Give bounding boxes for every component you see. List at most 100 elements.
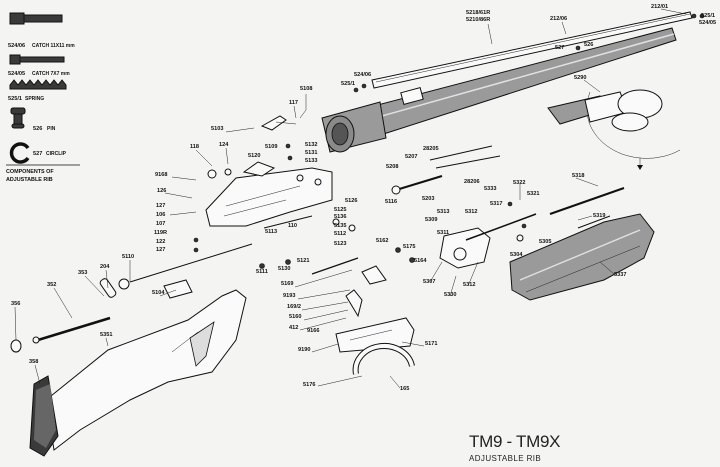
- legend-code-4: 526: [33, 126, 42, 132]
- inset-detail: [547, 89, 681, 170]
- label-110: 110: [288, 223, 297, 229]
- label-5112: 5112: [334, 231, 346, 237]
- label-524-06: 524/06: [354, 72, 371, 78]
- label-5130: 5130: [278, 266, 290, 272]
- label-5132: 5132: [305, 142, 317, 148]
- label-127-a: 127: [156, 203, 165, 209]
- legend-code-2: 524/05: [8, 71, 25, 77]
- label-356: 356: [11, 301, 20, 307]
- label-212-06: 212/06: [550, 16, 567, 22]
- label-107: 107: [156, 221, 165, 227]
- label-126: 126: [157, 188, 166, 194]
- legend-heading-line2: ADJUSTABLE RIB: [6, 177, 53, 183]
- label-5123: 5123: [334, 241, 346, 247]
- label-5160: 5160: [289, 314, 301, 320]
- trigger-plate: [335, 317, 415, 353]
- label-5304: 5304: [510, 252, 523, 258]
- label-5171: 5171: [425, 341, 437, 347]
- safety-button: [163, 279, 193, 299]
- label-358: 358: [29, 359, 38, 365]
- label-5110: 5110: [122, 254, 134, 260]
- label-5319: 5319: [593, 213, 605, 219]
- label-5218-61r: 5218/61R: [466, 10, 490, 16]
- label-204: 204: [100, 264, 110, 270]
- catch-7x7-icon: [9, 54, 65, 65]
- legend-heading-line1: COMPONENTS OF: [6, 169, 54, 175]
- label-5111: 5111: [256, 269, 268, 275]
- label-117: 117: [289, 100, 298, 106]
- label-5337: 5337: [614, 272, 626, 278]
- diagram-title: TM9 - TM9X: [469, 432, 560, 451]
- label-5176: 5176: [303, 382, 315, 388]
- label-28205: 28205: [423, 146, 439, 152]
- label-5136: 5136: [334, 214, 346, 220]
- label-5313: 5313: [437, 209, 449, 215]
- forend-body: [509, 213, 655, 301]
- label-5175: 5175: [403, 244, 415, 250]
- diagram-subtitle: ADJUSTABLE RIB: [469, 454, 541, 463]
- label-9193: 9193: [283, 293, 295, 299]
- label-165: 165: [400, 386, 409, 392]
- label-5135: 5135: [334, 223, 346, 229]
- label-119r: 119R: [154, 230, 167, 236]
- top-lever: [260, 115, 297, 131]
- label-5103: 5103: [211, 126, 223, 132]
- legend-code-3: 525/1: [8, 96, 22, 102]
- components-legend: 524/06 CATCH 11X11 mm 524/05 CATCH 7X7 m…: [6, 12, 80, 183]
- label-5312-b: 5312: [463, 282, 475, 288]
- label-5208: 5208: [386, 164, 398, 170]
- label-124: 124: [219, 142, 229, 148]
- label-122: 122: [156, 239, 165, 245]
- label-5162: 5162: [376, 238, 388, 244]
- stock: [10, 278, 247, 457]
- label-5210-86r: 5210/86R: [466, 17, 490, 23]
- label-5203: 5203: [422, 196, 434, 202]
- label-5317: 5317: [490, 201, 502, 207]
- label-5333: 5333: [484, 186, 496, 192]
- stock-body: [45, 289, 247, 451]
- label-5305: 5305: [539, 239, 551, 245]
- label-5311: 5311: [437, 230, 449, 236]
- label-5126: 5126: [345, 198, 357, 204]
- label-5207: 5207: [405, 154, 417, 160]
- label-9168: 9168: [155, 172, 167, 178]
- legend-code-1: 524/06: [8, 43, 25, 49]
- label-5108: 5108: [300, 86, 312, 92]
- label-5121: 5121: [297, 258, 309, 264]
- label-28206: 28206: [464, 179, 480, 185]
- rods-and-pins: [129, 13, 705, 283]
- label-5125: 5125: [334, 207, 346, 213]
- label-5351: 5351: [100, 332, 112, 338]
- part-labels: 212/01 525/1 524/05 5218/61R 5210/86R 21…: [11, 4, 716, 392]
- forend-iron: [439, 187, 625, 269]
- label-5133: 5133: [305, 158, 317, 164]
- label-353: 353: [78, 270, 87, 276]
- label-527: 527: [555, 45, 564, 51]
- title-block: TM9 - TM9X ADJUSTABLE RIB: [469, 432, 560, 463]
- label-5312-a: 5312: [465, 209, 477, 215]
- label-9190: 9190: [298, 347, 310, 353]
- legend-desc-1: CATCH 11X11 mm: [32, 43, 75, 49]
- legend-desc-3: SPRING: [25, 96, 44, 102]
- forend: [509, 213, 655, 301]
- label-9166: 9166: [307, 328, 319, 334]
- label-5309: 5309: [425, 217, 437, 223]
- label-5169: 5169: [281, 281, 293, 287]
- label-5307: 5307: [423, 279, 435, 285]
- label-526: 526: [584, 42, 593, 48]
- barrel-assembly: [321, 11, 693, 153]
- label-5116: 5116: [385, 199, 397, 205]
- label-5131: 5131: [305, 150, 317, 156]
- label-5290: 5290: [574, 75, 586, 81]
- label-5322: 5322: [513, 180, 525, 186]
- label-5120: 5120: [248, 153, 260, 159]
- label-169-2: 169/2: [287, 304, 301, 310]
- catch-11x11-icon: [9, 12, 63, 25]
- pin-icon: [10, 107, 26, 129]
- receiver-body: [205, 167, 333, 227]
- label-212-01: 212/01: [651, 4, 668, 10]
- trigger-group: [335, 265, 415, 375]
- label-106: 106: [156, 212, 165, 218]
- label-5109: 5109: [265, 144, 277, 150]
